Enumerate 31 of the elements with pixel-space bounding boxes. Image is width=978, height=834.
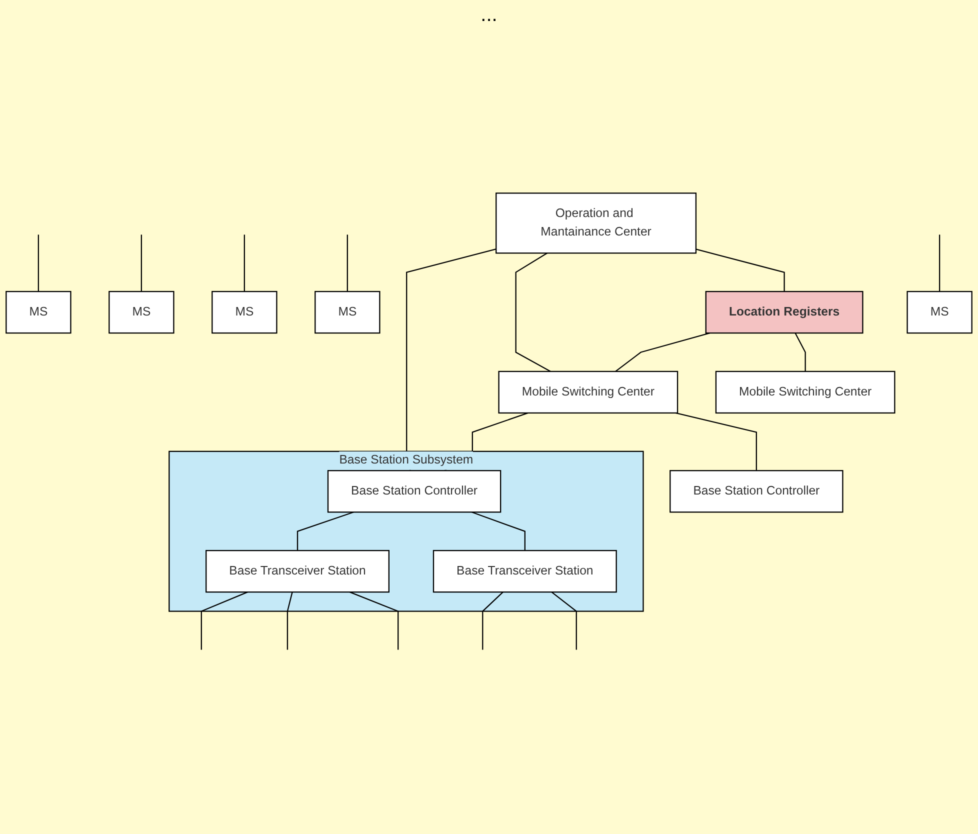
connector <box>38 234 40 292</box>
connector <box>938 234 940 292</box>
node-box: MS <box>212 290 278 334</box>
connector <box>346 234 348 292</box>
connector <box>551 591 577 650</box>
connector <box>515 252 551 372</box>
node-box: Mobile Switching Center <box>498 370 678 414</box>
connector <box>675 412 757 470</box>
node-box: MS <box>314 290 380 334</box>
connector <box>200 591 248 650</box>
node-box: Operation and Mantainance Center <box>496 192 697 254</box>
node-box: Mobile Switching Center <box>715 370 896 414</box>
connector <box>794 332 806 371</box>
connector <box>244 234 245 292</box>
node-box: Base Station Controller <box>670 470 844 512</box>
connector <box>696 248 785 292</box>
node-box: Base Station Controller <box>327 470 502 512</box>
connector <box>140 234 142 292</box>
ellipsis-label: ... <box>480 4 498 26</box>
node-box: Base Transceiver Station <box>206 550 390 592</box>
connector <box>286 591 293 650</box>
connector <box>615 332 710 372</box>
node-box: Location Registers <box>705 290 864 334</box>
node-box: MS <box>108 290 174 334</box>
node-box: MS <box>906 290 972 334</box>
connector <box>472 511 526 550</box>
connector <box>350 591 399 650</box>
node-box: Base Transceiver Station <box>432 550 617 592</box>
connector <box>482 591 504 650</box>
connector <box>296 511 354 550</box>
node-box: MS <box>6 290 72 334</box>
